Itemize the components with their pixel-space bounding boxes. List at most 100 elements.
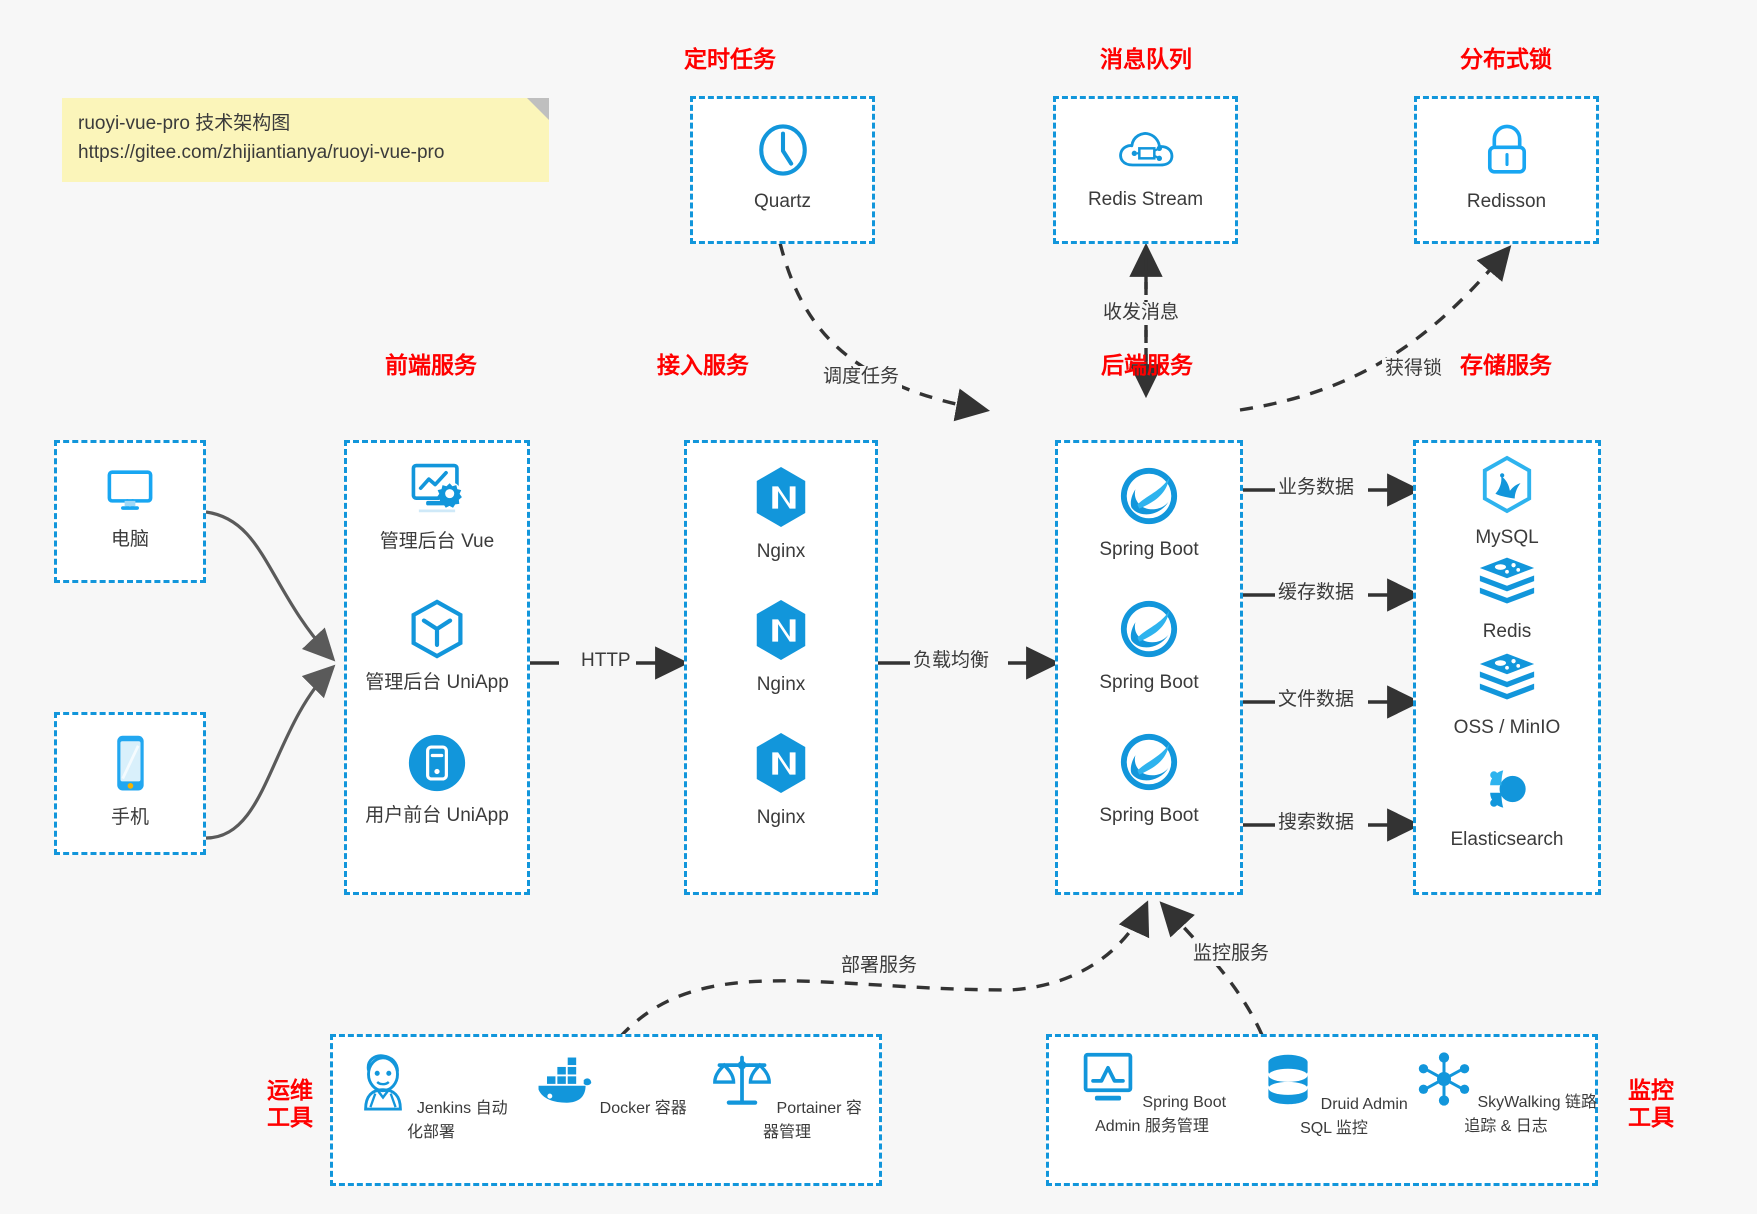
node-label: OSS / MinIO <box>1453 717 1561 738</box>
edge-label-schedule-task: 调度任务 <box>820 366 903 389</box>
nginx-icon <box>687 465 875 534</box>
edge-label-cache-data: 缓存数据 <box>1275 582 1358 605</box>
node-label: Elasticsearch <box>1450 829 1564 850</box>
node-label: MySQL <box>1475 527 1539 548</box>
node-admin-uniapp[interactable]: 管理后台 UniApp <box>347 598 527 696</box>
node-user-uniapp[interactable]: 用户前台 UniApp <box>347 733 527 829</box>
note-line-2: https://gitee.com/zhijiantianya/ruoyi-vu… <box>78 141 445 163</box>
docker-icon <box>531 1057 599 1117</box>
group-box-devops: Jenkins 自动化部署 Docker 容器 <box>330 1034 882 1186</box>
group-title-scheduled-task: 定时任务 <box>684 46 776 72</box>
node-spring-boot-admin[interactable]: Spring Boot Admin 服务管理 <box>1057 1051 1247 1136</box>
node-nginx-2[interactable]: Nginx <box>687 598 875 698</box>
node-sublabel: SQL 监控 <box>1300 1120 1368 1137</box>
node-elasticsearch[interactable]: Elasticsearch <box>1416 761 1598 853</box>
group-title-gateway: 接入服务 <box>657 352 749 378</box>
node-label: Spring Boot <box>1099 539 1199 560</box>
node-sublabel: 链路追踪 & 日志 <box>1464 1094 1597 1135</box>
nginx-icon <box>687 731 875 800</box>
node-label: Docker <box>599 1100 651 1117</box>
node-admin-vue[interactable]: 管理后台 Vue <box>347 461 527 555</box>
group-box-client-desktop: 电脑 <box>54 440 206 583</box>
group-title-distributed-lock: 分布式锁 <box>1460 46 1552 72</box>
group-title-message-queue: 消息队列 <box>1100 46 1192 72</box>
node-jenkins[interactable]: Jenkins 自动化部署 <box>351 1051 511 1142</box>
edge-label-business-data: 业务数据 <box>1275 477 1358 500</box>
skywalking-icon <box>1415 1052 1477 1111</box>
node-label: Druid Admin <box>1320 1096 1408 1113</box>
monitor-chart-icon <box>1078 1052 1142 1111</box>
lock-icon <box>1417 121 1596 184</box>
node-label: Portainer <box>776 1100 842 1117</box>
node-label: Spring Boot Admin <box>1095 1094 1227 1135</box>
group-title-backend: 后端服务 <box>1101 352 1193 378</box>
node-redis-stream[interactable]: Redis Stream <box>1056 123 1235 213</box>
desktop-icon <box>57 465 203 522</box>
node-sublabel: 容器 <box>654 1100 687 1117</box>
edge-label-search-data: 搜索数据 <box>1275 812 1358 835</box>
node-docker[interactable]: Docker 容器 <box>529 1051 689 1118</box>
node-label: 管理后台 UniApp <box>365 672 509 693</box>
node-spring-boot-2[interactable]: Spring Boot <box>1058 598 1240 696</box>
spring-boot-icon <box>1058 465 1240 532</box>
node-portainer[interactable]: Portainer 容器管理 <box>707 1051 867 1142</box>
group-box-storage: MySQL Redis <box>1413 440 1601 895</box>
group-title-devops-line1: 运维 <box>267 1077 313 1103</box>
note-fold-icon <box>527 98 549 120</box>
edge-label-deploy-service: 部署服务 <box>838 955 921 978</box>
node-spring-boot-3[interactable]: Spring Boot <box>1058 731 1240 829</box>
node-label: Nginx <box>756 541 806 562</box>
node-nginx-1[interactable]: Nginx <box>687 465 875 565</box>
node-label: Quartz <box>753 191 812 212</box>
dashboard-gear-icon <box>347 461 527 524</box>
cloud-stream-icon <box>1056 123 1235 182</box>
edge-label-acquire-lock: 获得锁 <box>1382 358 1446 381</box>
group-box-gateway: Nginx Nginx Nginx <box>684 440 878 895</box>
app-circle-icon <box>347 733 527 798</box>
edge-label-send-receive-message: 收发消息 <box>1100 302 1183 325</box>
node-spring-boot-1[interactable]: Spring Boot <box>1058 465 1240 563</box>
edge-label-http: HTTP <box>578 650 634 673</box>
database-icon <box>1260 1054 1320 1113</box>
group-box-scheduled-task: Quartz <box>690 96 875 244</box>
node-desktop[interactable]: 电脑 <box>57 465 203 553</box>
scales-icon <box>712 1055 776 1117</box>
jenkins-icon <box>354 1054 416 1117</box>
group-box-monitor: Spring Boot Admin 服务管理 Druid Admin SQL 监… <box>1046 1034 1598 1186</box>
node-label: Redis Stream <box>1087 189 1204 210</box>
elasticsearch-icon <box>1416 761 1598 822</box>
node-sublabel: 服务管理 <box>1144 1118 1209 1135</box>
node-oss-minio[interactable]: OSS / MinIO <box>1416 651 1598 741</box>
spring-boot-icon <box>1058 731 1240 798</box>
node-skywalking[interactable]: SkyWalking 链路追踪 & 日志 <box>1411 1051 1601 1136</box>
node-label: Spring Boot <box>1099 805 1199 826</box>
node-mobile[interactable]: 手机 <box>57 733 203 831</box>
node-redis[interactable]: Redis <box>1416 555 1598 645</box>
edge-label-monitor-service: 监控服务 <box>1190 943 1273 966</box>
sticky-note: ruoyi-vue-pro 技术架构图 https://gitee.com/zh… <box>62 98 549 182</box>
group-title-devops-line2: 工具 <box>267 1103 313 1130</box>
node-label: 用户前台 UniApp <box>365 805 509 826</box>
mobile-icon <box>57 733 203 800</box>
node-label: Redisson <box>1466 191 1547 212</box>
group-title-devops: 运维 工具 <box>255 1077 325 1130</box>
node-label: Redis <box>1482 621 1532 642</box>
node-label: Jenkins <box>416 1100 472 1117</box>
spring-boot-icon <box>1058 598 1240 665</box>
node-label: Spring Boot <box>1099 672 1199 693</box>
node-label: Nginx <box>756 674 806 695</box>
cube-icon <box>347 598 527 665</box>
edge-label-load-balance: 负载均衡 <box>910 650 993 673</box>
clock-icon <box>693 121 872 184</box>
node-sublabel: 容器管理 <box>762 1100 862 1141</box>
mysql-icon <box>1416 455 1598 520</box>
node-druid-admin[interactable]: Druid Admin SQL 监控 <box>1249 1051 1419 1138</box>
node-quartz[interactable]: Quartz <box>693 121 872 215</box>
node-label: Nginx <box>756 807 806 828</box>
node-redisson[interactable]: Redisson <box>1417 121 1596 215</box>
node-label: 电脑 <box>110 529 149 550</box>
nginx-icon <box>687 598 875 667</box>
node-mysql[interactable]: MySQL <box>1416 455 1598 551</box>
node-nginx-3[interactable]: Nginx <box>687 731 875 831</box>
